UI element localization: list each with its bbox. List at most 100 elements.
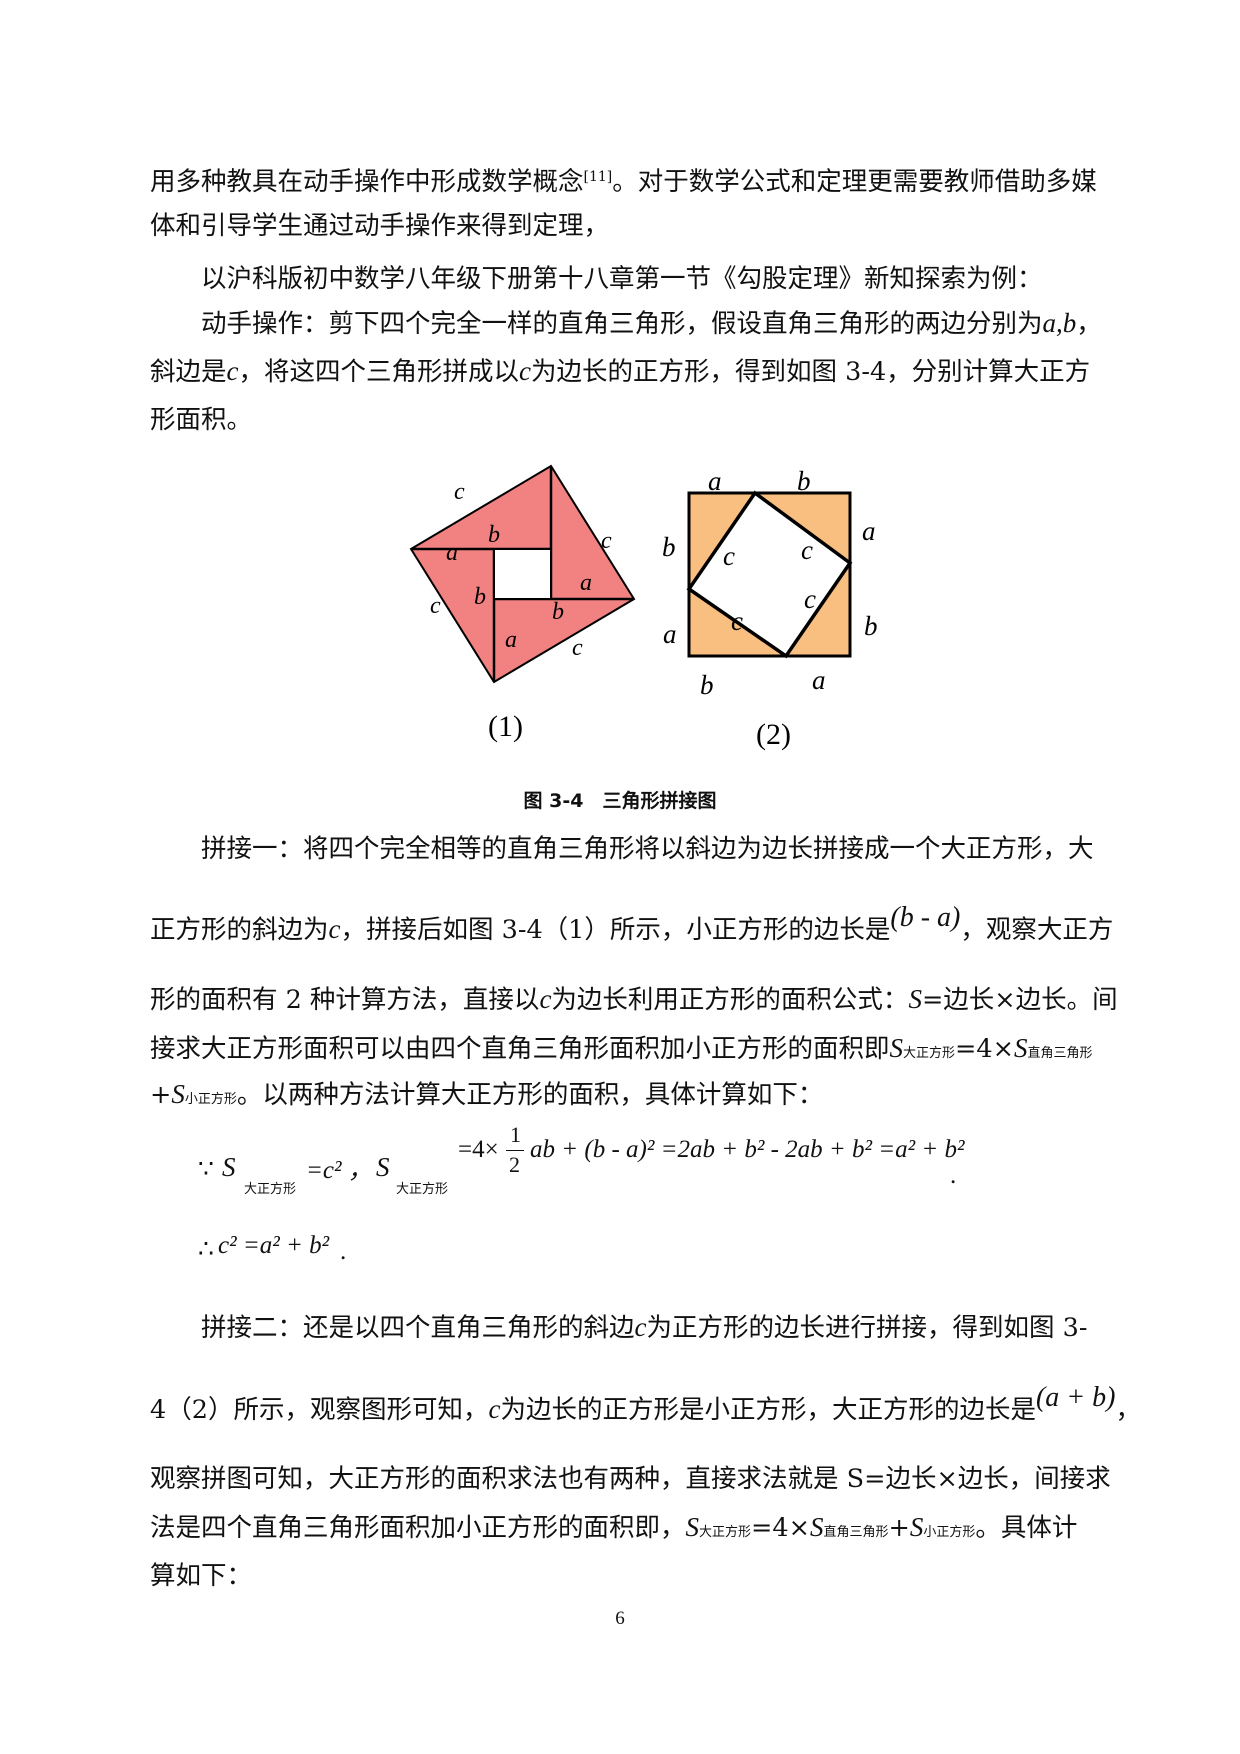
side-label: a xyxy=(663,619,677,649)
text-span: 用多种教具在动手操作中形成数学概念 xyxy=(150,167,584,197)
paragraph-line: 用多种教具在动手操作中形成数学概念[11]。对于数学公式和定理更需要教师借助多媒 xyxy=(150,160,1097,199)
side-label: c xyxy=(801,535,813,565)
math-var: S xyxy=(376,1152,390,1182)
period: . xyxy=(950,1162,957,1189)
side-label: b xyxy=(474,584,486,610)
side-label: c xyxy=(454,479,465,505)
paragraph-line: 形面积。 xyxy=(150,405,253,435)
text-span: 。具体计 xyxy=(975,1513,1078,1543)
side-label: a xyxy=(580,570,592,596)
citation-ref: [11] xyxy=(583,169,613,185)
inner-square xyxy=(686,490,853,659)
paragraph-line: 体和引导学生通过动手操作来得到定理， xyxy=(150,211,610,241)
subscript: 小正方形 xyxy=(923,1525,976,1540)
text-span: 为正方形的边长进行拼接，得到如图 3- xyxy=(646,1313,1088,1343)
text-span: 。以两种方法计算大正方形的面积，具体计算如下： xyxy=(236,1080,824,1110)
text-span: ，观察大正方 xyxy=(960,915,1114,945)
side-label: b xyxy=(552,599,564,625)
subscript: 大正方形 xyxy=(903,1046,956,1061)
text-span: 4（2）所示，观察图形可知， xyxy=(150,1395,489,1425)
text-span: 动手操作：剪下四个完全一样的直角三角形，假设直角三角形的两边分别为 xyxy=(201,309,1043,339)
side-label: a xyxy=(862,516,876,546)
paragraph-line: 算如下： xyxy=(150,1561,253,1591)
text-span: =4× xyxy=(955,1034,1014,1064)
inline-formula: (b - a) xyxy=(890,902,961,933)
subscript: 大正方形 xyxy=(396,1182,449,1197)
text-span: 为边长利用正方形的面积公式： xyxy=(551,985,909,1015)
math-var: S xyxy=(909,1512,924,1542)
text-span: + xyxy=(888,1513,910,1543)
side-label: c xyxy=(601,528,612,554)
text-span: 斜边是 xyxy=(150,357,227,387)
subscript: 直角三角形 xyxy=(1027,1046,1093,1061)
paragraph-line: +S小正方形。以两种方法计算大正方形的面积，具体计算如下： xyxy=(150,1077,823,1117)
math-var: S xyxy=(810,1512,824,1542)
text-span: ， xyxy=(1115,1395,1142,1425)
math-var: S xyxy=(908,984,922,1014)
math-var: c xyxy=(634,1312,647,1342)
text-span: 为边长的正方形，得到如图 3-4，分别计算大正方 xyxy=(531,357,1091,387)
side-label: c xyxy=(804,584,816,614)
figure-3-4: c b a c a c b b a c (1) a b b c c a a c … xyxy=(409,464,878,751)
side-label: b xyxy=(700,670,714,700)
side-label: b xyxy=(864,611,878,641)
small-square xyxy=(493,548,552,600)
equation-part: =4× xyxy=(458,1136,499,1163)
side-label: a xyxy=(708,466,722,496)
fraction-denominator: 2 xyxy=(509,1152,520,1177)
text-span: ， xyxy=(1076,309,1102,339)
math-var: c xyxy=(519,356,531,386)
side-label: b xyxy=(488,522,500,548)
math-var: S xyxy=(889,1033,904,1063)
inline-formula: (a + b) xyxy=(1035,1382,1116,1413)
text-span: 法是四个直角三角形面积加小正方形的面积即， xyxy=(150,1513,686,1543)
paragraph-line: 正方形的斜边为c，拼接后如图 3-4（1）所示，小正方形的边长是(b - a)，… xyxy=(150,902,1114,947)
math-var: S xyxy=(685,1512,700,1542)
page-number: 6 xyxy=(615,1608,625,1629)
subscript: 大正方形 xyxy=(699,1525,752,1540)
side-label: a xyxy=(446,540,458,566)
math-var: S xyxy=(171,1079,185,1109)
paragraph-line: 法是四个直角三角形面积加小正方形的面积即，S大正方形=4×S直角三角形+S小正方… xyxy=(150,1510,1077,1550)
side-label: c xyxy=(572,635,583,661)
side-label: a xyxy=(812,665,826,695)
math-var: a,b xyxy=(1042,308,1077,338)
figure-2-square: a b b c c a a c c b b a (2) xyxy=(662,466,878,751)
side-label: c xyxy=(731,606,743,636)
text-span: 形的面积有 2 种计算方法，直接以 xyxy=(150,985,540,1015)
fraction-bar xyxy=(506,1150,524,1151)
side-label: b xyxy=(662,532,676,562)
paragraph-line: 4（2）所示，观察图形可知，c为边长的正方形是小正方形，大正方形的边长是(a +… xyxy=(150,1382,1142,1427)
text-span: 为边长的正方形是小正方形，大正方形的边长是 xyxy=(500,1395,1036,1425)
paragraph-line: 拼接一：将四个完全相等的直角三角形将以斜边为边长拼接成一个大正方形，大 xyxy=(201,834,1094,864)
subscript: 直角三角形 xyxy=(823,1525,889,1540)
text-span: =4× xyxy=(751,1513,810,1543)
equation-part: c² =a² + b² xyxy=(218,1232,330,1259)
paragraph-line: 接求大正方形面积可以由四个直角三角形面积加小正方形的面积即S大正方形=4×S直角… xyxy=(150,1031,1093,1071)
figure-caption: 图 3-4 三角形拼接图 xyxy=(523,790,717,812)
side-label: a xyxy=(505,627,517,653)
text-span: ，将这四个三角形拼成以 xyxy=(238,357,520,387)
period: . xyxy=(340,1238,347,1265)
therefore-symbol: ∴ xyxy=(198,1236,214,1263)
text-span: 正方形的斜边为 xyxy=(150,915,329,945)
figure-label-2: (2) xyxy=(756,718,791,751)
paragraph-line: 拼接二：还是以四个直角三角形的斜边c为正方形的边长进行拼接，得到如图 3- xyxy=(201,1310,1087,1345)
because-symbol: ∵ xyxy=(198,1156,214,1183)
math-var: c xyxy=(539,984,552,1014)
paragraph-line: 以沪科版初中数学八年级下册第十八章第一节《勾股定理》新知探索为例： xyxy=(201,264,1043,294)
paragraph-line: 观察拼图可知，大正方形的面积求法也有两种，直接求法就是 S=边长×边长，间接求 xyxy=(150,1464,1111,1494)
paragraph-line: 动手操作：剪下四个完全一样的直角三角形，假设直角三角形的两边分别为a,b， xyxy=(201,306,1102,341)
text-span: 接求大正方形面积可以由四个直角三角形面积加小正方形的面积即 xyxy=(150,1034,890,1064)
equation-part: ab + (b - a)² =2ab + b² - 2ab + b² =a² +… xyxy=(530,1136,965,1163)
figure-label-1: (1) xyxy=(488,710,523,743)
text-span: + xyxy=(150,1080,172,1110)
subscript: 小正方形 xyxy=(184,1092,237,1107)
math-var: S xyxy=(1014,1033,1028,1063)
text-span: =边长×边长。间 xyxy=(921,985,1118,1015)
text-span: 。对于数学公式和定理更需要教师借助多媒 xyxy=(612,167,1097,197)
figure-1-rotated-square: c b a c a c b b a c (1) xyxy=(409,464,636,743)
formula-block-1: ∵ S 大正方形 =c² ， S 大正方形 =4× 1 2 ab + (b - … xyxy=(198,1122,978,1202)
math-var: c xyxy=(328,914,341,944)
side-label: c xyxy=(430,593,441,619)
